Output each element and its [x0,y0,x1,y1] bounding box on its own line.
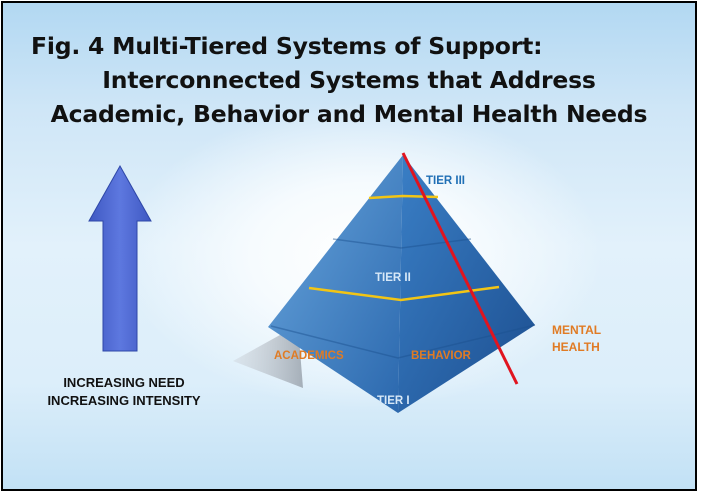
behavior-label: BEHAVIOR [411,350,472,362]
tier3-divider [368,194,439,200]
increasing-need-arrow-icon [88,164,152,352]
mental-health-label-line-2: HEALTH [552,340,600,354]
mtss-pyramid-diagram: TIER III TIER II TIER I ACADEMICS BEHAVI… [47,152,601,413]
title-line-1: Fig. 4 Multi-Tiered Systems of Support: [31,32,543,60]
callout-wedge [233,325,303,388]
mental-health-line [401,152,519,385]
tier2-label: TIER II [375,272,411,284]
slide-title: Fig. 4 Multi-Tiered Systems of Support: … [3,29,695,131]
tier-dividers [308,194,500,302]
tier3-label: TIER III [426,175,465,187]
arrow-caption-line-2: INCREASING INTENSITY [47,393,200,408]
mental-health-label-line-1: MENTAL [552,323,601,337]
title-line-3: Academic, Behavior and Mental Health Nee… [50,100,648,128]
title-line-2: Interconnected Systems that Address [102,66,596,94]
pyramid-left-face [268,155,403,413]
arrow-caption-line-1: INCREASING NEED [63,375,184,390]
academics-label: ACADEMICS [274,350,344,362]
tier2-divider [308,285,500,302]
tier1-label: TIER I [377,395,410,407]
